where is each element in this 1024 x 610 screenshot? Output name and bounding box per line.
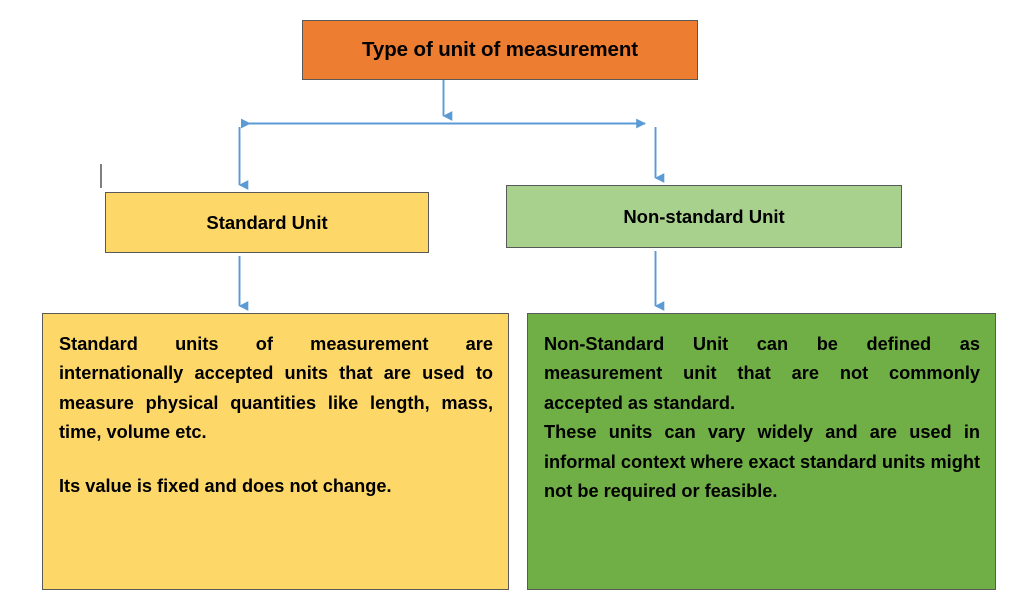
description-non-standard-paragraph-2: These units can vary widely and are used… [544, 422, 980, 502]
description-standard-paragraph-1: Standard units of measurement are intern… [59, 334, 493, 443]
category-box-standard-unit: Standard Unit [105, 192, 429, 253]
description-box-standard-unit: Standard units of measurement are intern… [42, 313, 509, 590]
stray-tick-mark [100, 164, 102, 188]
category-box-non-standard-unit-label: Non-standard Unit [623, 205, 785, 227]
category-box-non-standard-unit: Non-standard Unit [506, 185, 902, 248]
description-standard-paragraph-2: Its value is fixed and does not change. [59, 475, 392, 496]
description-non-standard-paragraph-1: Non-Standard Unit can be defined as meas… [544, 334, 980, 413]
title-box-label: Type of unit of measurement [362, 38, 638, 61]
paragraph-spacer [59, 448, 493, 472]
description-box-non-standard-unit: Non-Standard Unit can be defined as meas… [527, 313, 996, 590]
title-box-type-of-unit: Type of unit of measurement [302, 20, 698, 80]
category-box-standard-unit-label: Standard Unit [206, 211, 328, 233]
